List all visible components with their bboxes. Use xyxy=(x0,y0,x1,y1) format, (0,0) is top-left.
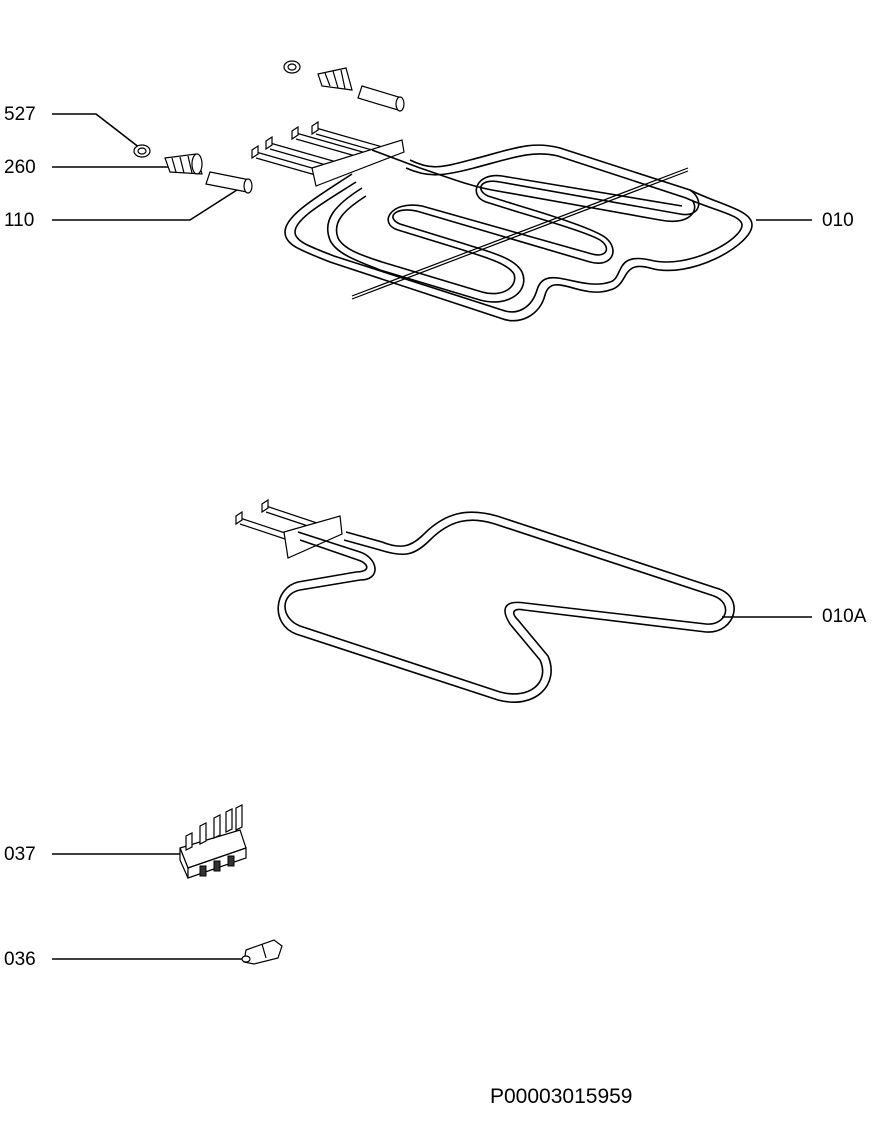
grill-heating-element-010 xyxy=(251,120,753,322)
label-260: 260 xyxy=(4,157,36,178)
label-110: 110 xyxy=(4,210,34,231)
label-010: 010 xyxy=(822,210,854,231)
outer-tube-outer xyxy=(284,144,753,322)
tube-010a-outer xyxy=(284,519,727,695)
terminal-block-037 xyxy=(179,804,247,879)
sleeve-part-upper xyxy=(357,85,405,112)
mounting-plate xyxy=(311,139,405,187)
clip-036 xyxy=(241,939,283,965)
insulator-part-260 xyxy=(164,153,203,175)
bottom-heating-element-010a xyxy=(235,498,735,703)
leader-lines xyxy=(52,113,812,960)
label-037: 037 xyxy=(4,844,36,865)
label-036: 036 xyxy=(4,949,36,970)
leader-110 xyxy=(52,187,241,221)
inner-tube-loop-b xyxy=(371,149,696,223)
drawing-code: P00003015959 xyxy=(490,1085,632,1108)
nut-part-527 xyxy=(133,144,151,158)
outer-tube-inner xyxy=(294,153,743,313)
label-527: 527 xyxy=(4,104,36,125)
sleeve-part-110 xyxy=(205,171,253,194)
leader-527 xyxy=(52,113,141,149)
tube-010a-inner xyxy=(277,511,735,703)
insulator-part-upper xyxy=(317,67,353,91)
label-010a: 010A xyxy=(822,606,867,627)
nut-part-upper xyxy=(283,60,301,74)
support-rod xyxy=(351,167,689,297)
inner-tube-loop-a-inner xyxy=(335,174,683,295)
